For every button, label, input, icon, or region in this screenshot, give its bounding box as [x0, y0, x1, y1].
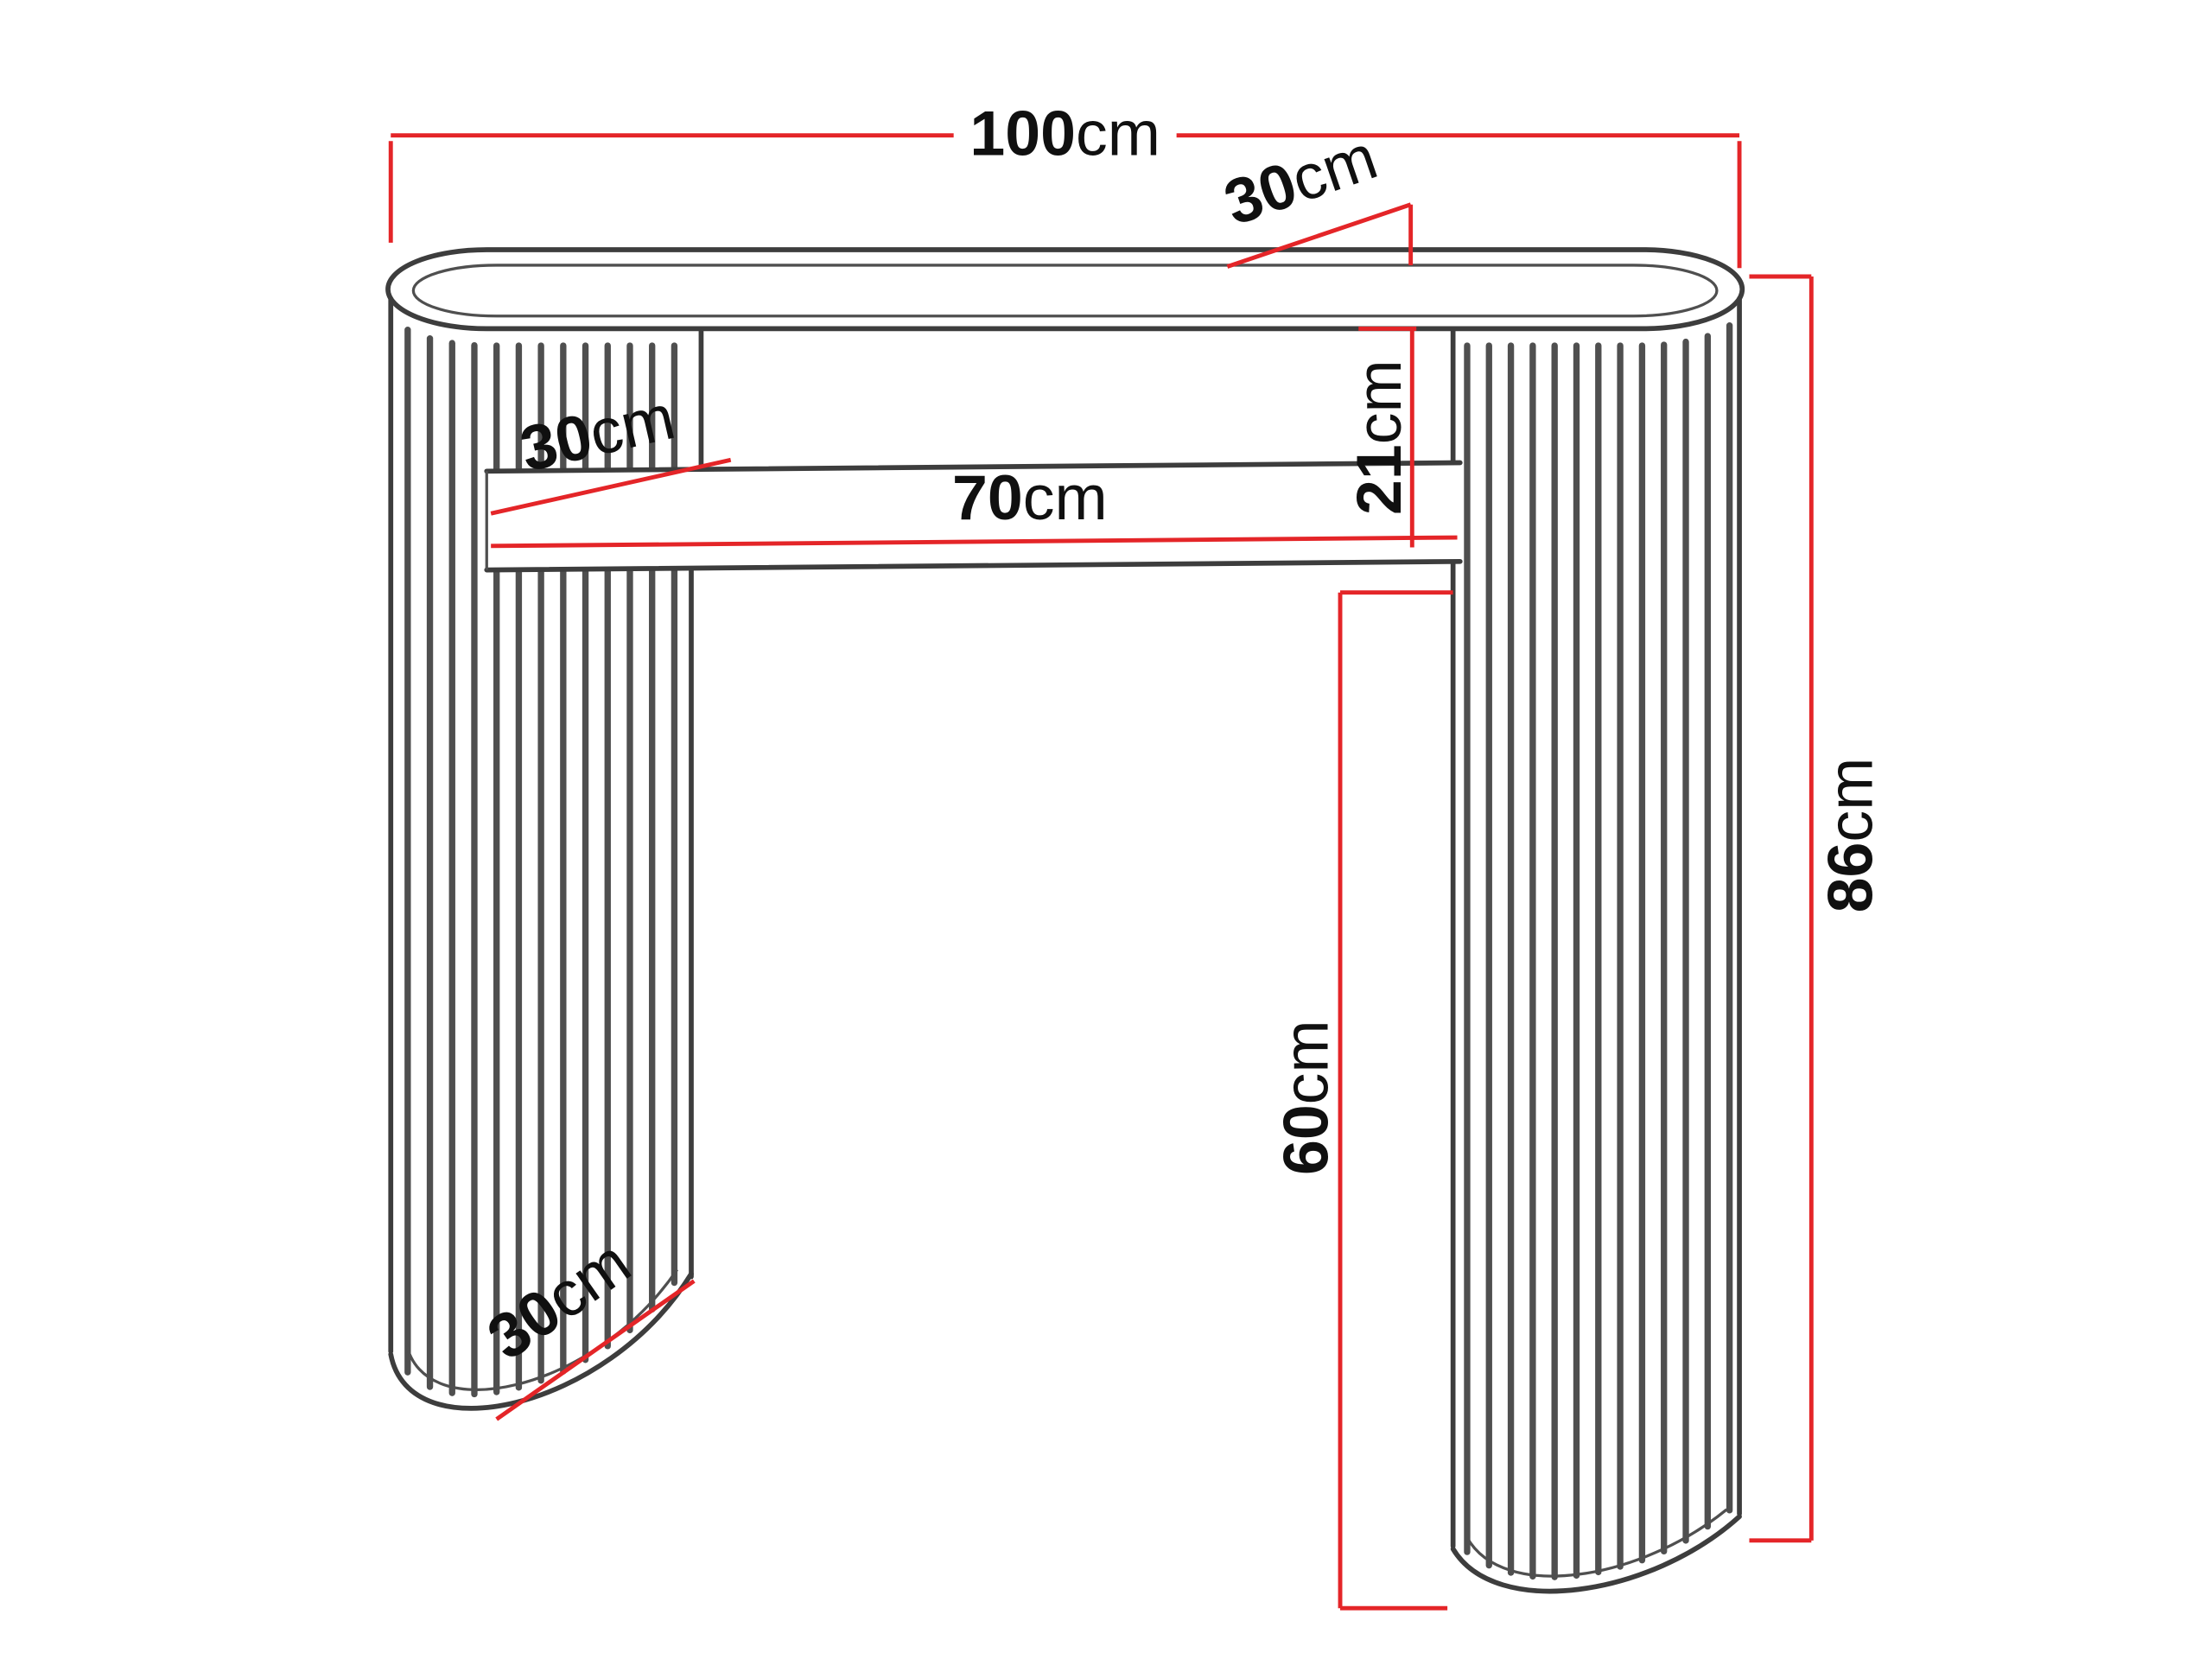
clearance-height-value: 60 — [1269, 1104, 1341, 1175]
shelf-depth-label: 30cm — [514, 380, 682, 485]
dimension-base-depth — [495, 1279, 696, 1421]
gap-unit: cm — [1343, 359, 1414, 444]
top-width-value: 100 — [969, 98, 1076, 169]
gap-value: 21 — [1343, 444, 1414, 515]
left-leg-bottom-rim-outer — [388, 1271, 694, 1411]
shelf-depth-value: 30 — [514, 399, 599, 485]
label-backplate — [953, 92, 1177, 173]
dimension-shelf-width — [491, 535, 1458, 549]
dimension-clearance-height — [1338, 590, 1453, 1611]
dimension-overall-height — [1749, 274, 1814, 1543]
top-to-shelf-gap-label: 21cm — [1343, 359, 1414, 515]
right-leg-bottom-rim-inner — [1465, 1508, 1728, 1578]
overall-height-label: 86cm — [1815, 758, 1886, 913]
top-width-label: 100cm — [969, 98, 1160, 169]
right-leg-bottom-rim-outer — [1450, 1514, 1742, 1594]
dim-line — [495, 1279, 696, 1421]
shelf-bottom-edge — [484, 558, 1463, 573]
right-leg-slats — [1464, 322, 1733, 1580]
dim-line — [1226, 202, 1412, 269]
shelf-top-edge — [484, 460, 1463, 474]
clearance-height-unit: cm — [1269, 1020, 1341, 1104]
clearance-height-label: 60cm — [1269, 1020, 1341, 1175]
dimension-shelf-depth — [490, 457, 732, 516]
dim-line — [491, 535, 1458, 549]
left-leg-outline — [388, 290, 694, 1411]
shelf-width-label: 70cm — [952, 461, 1108, 533]
left-leg-bottom-rim-inner — [404, 1268, 679, 1391]
dim-line — [490, 457, 732, 516]
table-top-outer-rim — [385, 247, 1745, 332]
dimension-top-to-shelf-gap — [1358, 326, 1417, 548]
overall-height-value: 86 — [1815, 842, 1886, 913]
overall-height-unit: cm — [1815, 758, 1886, 842]
shelf-depth-unit: cm — [582, 380, 681, 469]
table-top-inner-rim — [411, 264, 1719, 318]
shelf-width-value: 70 — [952, 461, 1023, 533]
top-width-unit: cm — [1076, 98, 1160, 169]
shelf-width-unit: cm — [1023, 461, 1108, 533]
dimension-top-depth — [1226, 202, 1414, 269]
table-top — [385, 247, 1745, 332]
